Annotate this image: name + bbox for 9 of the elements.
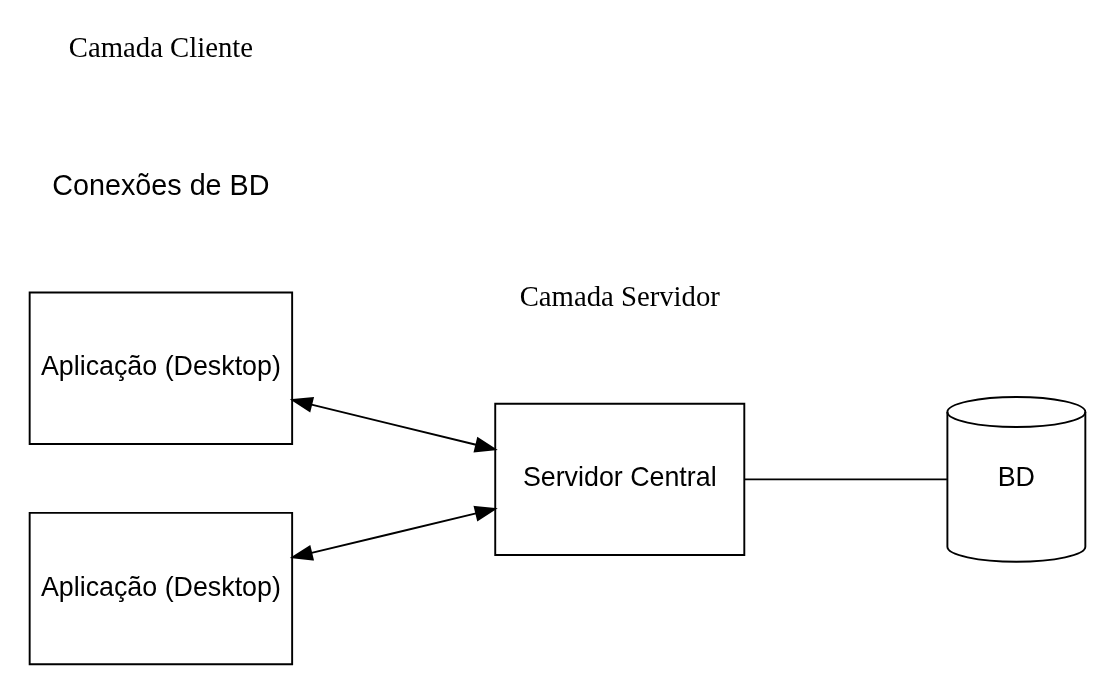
arrow [289,396,498,453]
arrow [289,505,498,561]
node-box: Servidor Central [494,402,746,556]
label: Camada Cliente [68,30,254,63]
label: Camada Servidor [519,279,720,312]
node-box: Aplicação (Desktop) [28,291,294,445]
connector [743,478,948,481]
node-box: Aplicação (Desktop) [28,511,294,666]
label: Conexões de BD [52,168,270,201]
